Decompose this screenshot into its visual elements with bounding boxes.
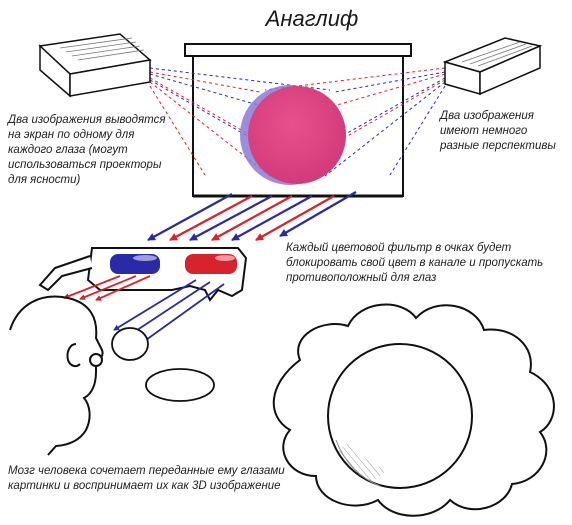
label-two-images: Два изображения выводятся на экран по од…: [8, 114, 166, 186]
diagram-title: Анаглиф: [265, 6, 359, 31]
anaglyph-glasses-icon: [38, 247, 248, 302]
head-icon: [9, 295, 104, 456]
sphere-icon: [327, 343, 473, 489]
projector-left-icon: [38, 33, 152, 98]
label-perspectives: Два изображения имеют немного разные пер…: [440, 110, 556, 152]
light-arrows-screen-to-glasses: [147, 191, 357, 241]
projector-right-icon: [442, 37, 543, 96]
label-brain: Мозг человека сочетает переданные ему гл…: [8, 465, 285, 492]
thought-bubbles: [111, 327, 215, 402]
label-color-filter: Каждый цветовой фильтр в очках будет бло…: [286, 242, 544, 284]
anaglyph-ball: [240, 85, 346, 185]
